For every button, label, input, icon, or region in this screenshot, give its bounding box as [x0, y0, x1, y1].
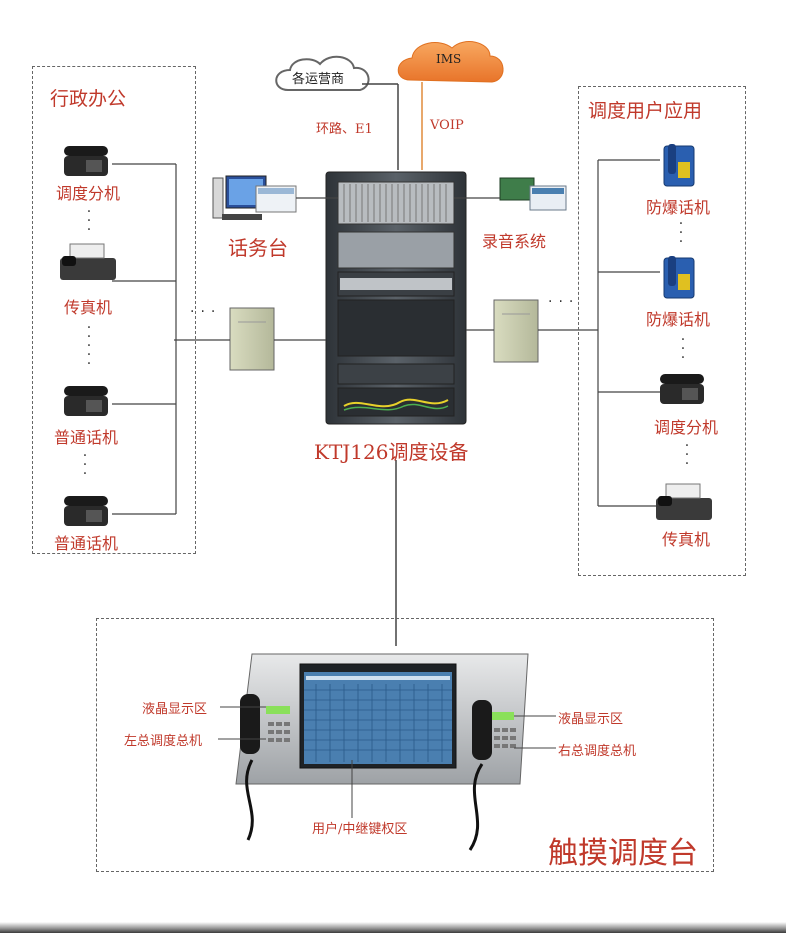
link-right-label: VOIP — [430, 118, 464, 133]
core-device-label: KTJ126调度设备 — [314, 440, 469, 464]
touch-console-title: 触摸调度台 — [548, 836, 698, 871]
console-pc — [212, 175, 297, 220]
ellipsis-dots: ····· — [86, 320, 92, 372]
right-distribution-box — [493, 299, 539, 363]
ellipsis-dots: ··· — [548, 294, 580, 310]
dispatch-item-label: 防爆话机 — [646, 310, 711, 329]
left-distribution-box — [229, 307, 275, 371]
admin-group-title: 行政办公 — [50, 88, 127, 110]
lcd-left-callout: 液晶显示区 — [142, 702, 208, 717]
dispatch-extension-phone-left — [64, 146, 108, 176]
carriers-cloud — [275, 55, 370, 91]
ims-cloud — [397, 41, 504, 83]
fax-machine-left — [60, 243, 116, 280]
ellipsis-dots: ··· — [86, 204, 92, 238]
bottom-bar — [0, 922, 786, 933]
dispatch-item-label: 防爆话机 — [646, 198, 711, 217]
dispatch-group-box — [578, 86, 746, 576]
master-left-callout: 左总调度总机 — [124, 734, 203, 749]
carriers-cloud-label: 各运营商 — [292, 72, 345, 87]
ims-cloud-label: IMS — [436, 52, 462, 66]
admin-item-label: 传真机 — [64, 298, 113, 317]
ellipsis-dots: ··· — [82, 448, 88, 482]
dispatch-cabinet — [325, 171, 467, 425]
recording-system-label: 录音系统 — [482, 232, 547, 251]
touch-dispatch-console — [235, 653, 529, 851]
admin-group-box — [32, 66, 196, 554]
explosion-proof-phone-1 — [663, 144, 695, 187]
master-right-callout: 右总调度总机 — [558, 744, 637, 759]
ellipsis-dots: ··· — [684, 438, 690, 472]
dispatch-group-title: 调度用户应用 — [588, 100, 703, 122]
touch-console-box — [96, 618, 714, 872]
dispatch-extension-phone-right — [660, 374, 704, 404]
admin-item-label: 普通话机 — [54, 428, 119, 447]
dispatch-item-label: 调度分机 — [654, 418, 719, 437]
ordinary-phone-1 — [64, 386, 108, 416]
explosion-proof-phone-2 — [663, 256, 695, 299]
ordinary-phone-2 — [64, 496, 108, 526]
dispatch-item-label: 传真机 — [662, 530, 711, 549]
console-station-label: 话务台 — [228, 236, 288, 260]
fax-machine-right — [656, 483, 712, 520]
link-left-label: 环路、E1 — [316, 122, 373, 137]
recording-system-device — [499, 177, 567, 211]
admin-item-label: 普通话机 — [54, 534, 119, 553]
ellipsis-dots: ··· — [190, 304, 222, 320]
keypad-callout: 用户/中继键权区 — [312, 822, 408, 837]
lcd-right-callout: 液晶显示区 — [558, 712, 624, 727]
admin-item-label: 调度分机 — [56, 184, 121, 203]
ellipsis-dots: ··· — [678, 216, 684, 250]
ellipsis-dots: ··· — [680, 332, 686, 366]
